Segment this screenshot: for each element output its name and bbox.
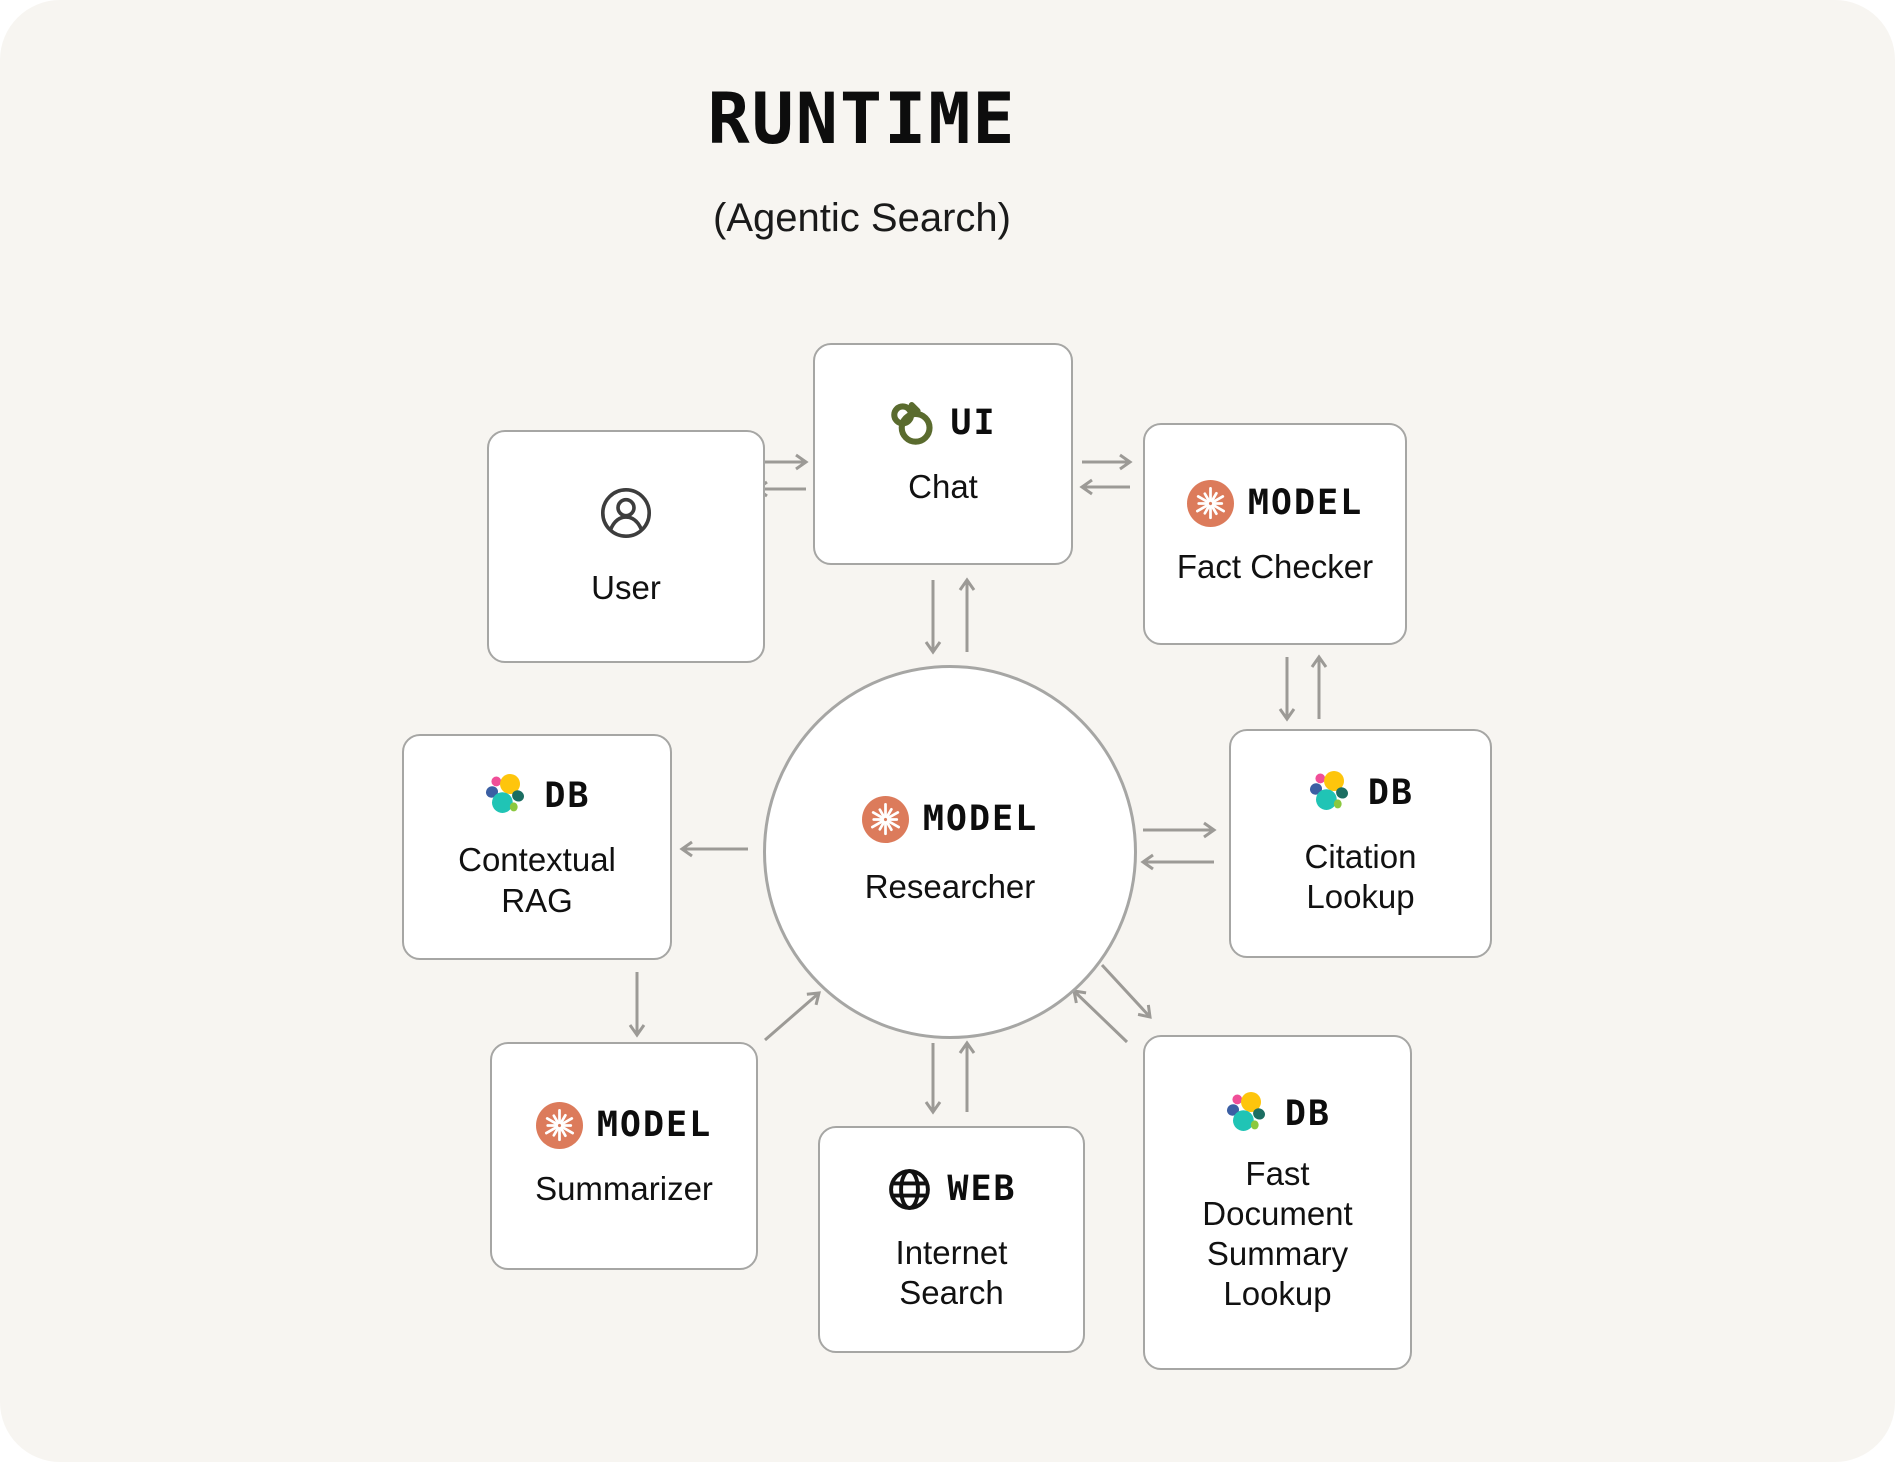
node-chat: UI Chat	[813, 343, 1073, 565]
node-fact-checker-type: MODEL	[1247, 483, 1364, 524]
page-title: RUNTIME	[707, 78, 1017, 160]
page-subtitle: (Agentic Search)	[713, 196, 1011, 240]
node-internet-search: WEB Internet Search	[818, 1126, 1085, 1353]
globe-icon	[886, 1166, 933, 1213]
node-researcher-label: Researcher	[864, 868, 1036, 906]
arrow-summarizer-to-researcher	[764, 991, 821, 1042]
node-contextual-rag: DB Contextual RAG	[402, 734, 672, 960]
node-citation-lookup-type: DB	[1367, 772, 1415, 813]
arrow-researcher-to-fastdoc	[1100, 963, 1152, 1019]
elasticsearch-db-icon	[1307, 770, 1354, 817]
node-user: User	[487, 430, 765, 663]
person-icon	[597, 484, 655, 542]
model-starburst-icon	[536, 1102, 583, 1149]
node-citation-lookup: DB Citation Lookup	[1229, 729, 1492, 958]
node-contextual-rag-label: Contextual RAG	[458, 841, 616, 919]
node-internet-search-type: WEB	[947, 1168, 1017, 1209]
node-summarizer-label: Summarizer	[535, 1170, 713, 1208]
node-researcher: MODEL Researcher	[763, 665, 1137, 1039]
node-fast-document-type: DB	[1284, 1093, 1332, 1134]
node-fast-document-summary-lookup: DB Fast Document Summary Lookup	[1143, 1035, 1412, 1370]
node-internet-search-label: Internet Search	[895, 1233, 1008, 1311]
arrow-fastdoc-to-researcher	[1072, 989, 1129, 1044]
node-chat-type: UI	[950, 403, 997, 444]
node-citation-lookup-label: Citation Lookup	[1304, 837, 1417, 915]
node-researcher-type: MODEL	[922, 799, 1039, 840]
elasticsearch-db-icon	[483, 773, 530, 820]
elasticsearch-db-icon	[1224, 1091, 1271, 1138]
node-fact-checker-label: Fact Checker	[1176, 548, 1374, 586]
node-summarizer: MODEL Summarizer	[490, 1042, 758, 1270]
model-starburst-icon	[1187, 480, 1234, 527]
node-fast-document-label: Fast Document Summary Lookup	[1202, 1154, 1353, 1313]
node-contextual-rag-type: DB	[544, 776, 591, 817]
node-summarizer-type: MODEL	[596, 1105, 713, 1146]
model-starburst-icon	[862, 796, 909, 843]
ui-knot-icon	[889, 400, 936, 447]
node-user-label: User	[591, 569, 661, 607]
node-fact-checker: MODEL Fact Checker	[1143, 423, 1407, 645]
node-chat-label: Chat	[908, 468, 978, 506]
